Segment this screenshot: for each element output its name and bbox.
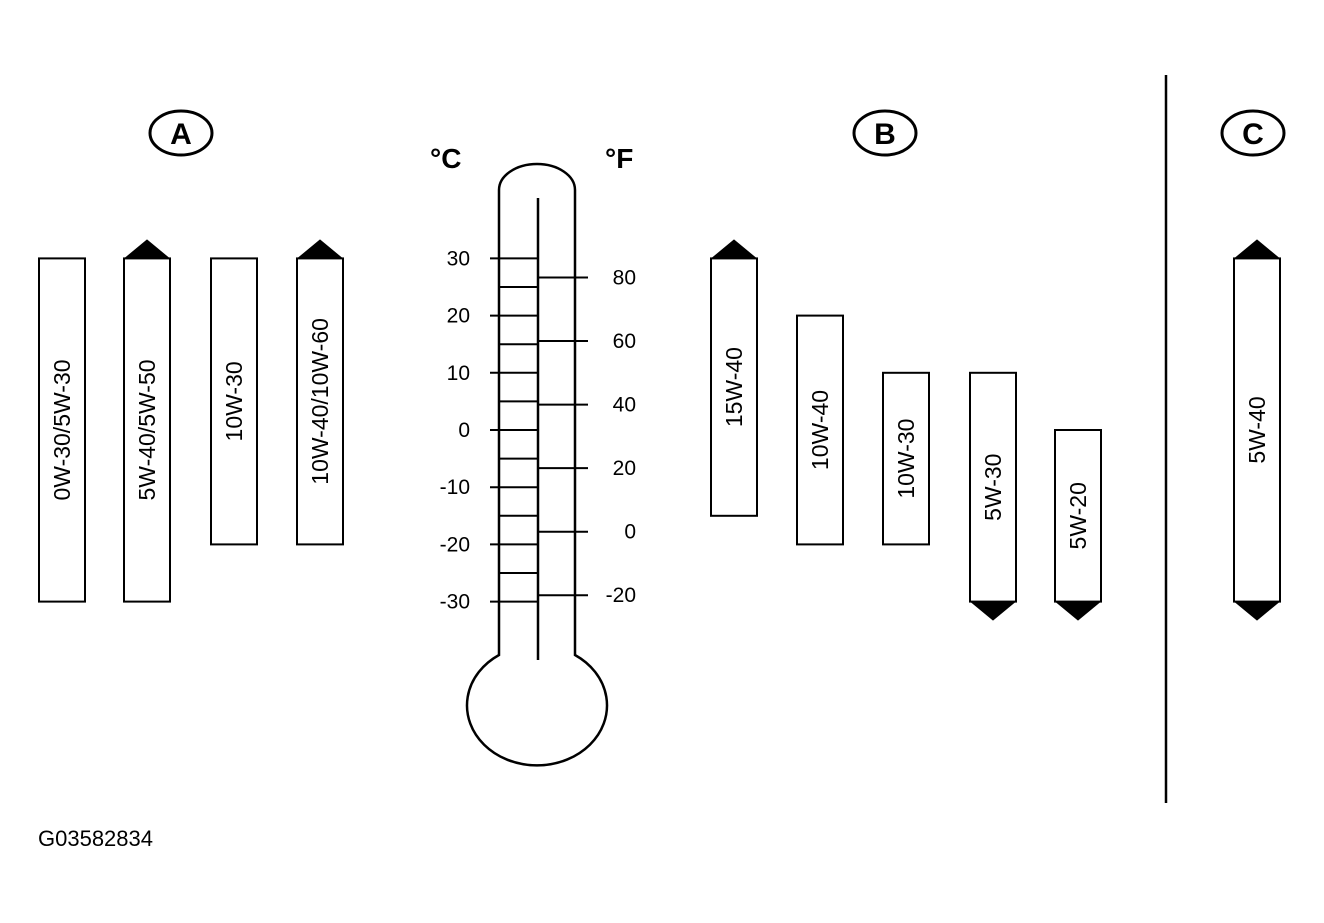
oil-grade-label: 10W-30 bbox=[893, 419, 919, 499]
oil-bar-rect bbox=[123, 257, 171, 603]
celsius-tick-label: -30 bbox=[440, 591, 470, 614]
oil-grade-label: 0W-30/5W-30 bbox=[49, 359, 75, 500]
group-c-marker: C bbox=[1220, 109, 1286, 157]
fahrenheit-unit: °F bbox=[605, 143, 633, 174]
group-b-letter: B bbox=[874, 118, 896, 151]
fahrenheit-tick-label: 80 bbox=[613, 266, 636, 289]
oil-bar: 0W-30/5W-30 bbox=[38, 257, 86, 603]
group-a-marker: A bbox=[148, 109, 214, 157]
celsius-tick-label: 20 bbox=[447, 305, 470, 328]
oil-bar-rect bbox=[969, 371, 1017, 603]
oil-bar-rect bbox=[210, 257, 258, 546]
oil-bar: 5W-20 bbox=[1054, 429, 1102, 621]
celsius-tick-label: 30 bbox=[447, 247, 470, 270]
oil-bar: 10W-40 bbox=[796, 314, 844, 546]
celsius-tick-label: 10 bbox=[447, 362, 470, 385]
oil-bar: 10W-40/10W-60 bbox=[296, 239, 344, 546]
oil-bar-rect bbox=[38, 257, 86, 603]
celsius-scale: 30 20 10 0 -10 -20 -30 bbox=[440, 247, 538, 614]
thermometer: 30 20 10 0 -10 -20 -30 80 60 40 20 0 -20 °C °F bbox=[430, 143, 636, 767]
arrow-up-icon bbox=[297, 239, 343, 259]
oil-bar: 5W-40/5W-50 bbox=[123, 239, 171, 603]
oil-bar: 5W-30 bbox=[969, 371, 1017, 621]
oil-bar-rect bbox=[296, 257, 344, 546]
arrow-down-icon bbox=[970, 601, 1016, 621]
group-a-letter: A bbox=[170, 118, 192, 151]
celsius-unit: °C bbox=[430, 143, 461, 174]
fahrenheit-scale: 80 60 40 20 0 -20 bbox=[538, 266, 636, 607]
oil-grade-label: 5W-20 bbox=[1065, 482, 1091, 549]
oil-bar: 10W-30 bbox=[882, 371, 930, 546]
oil-bar-rect bbox=[796, 314, 844, 546]
oil-bar-rect bbox=[882, 371, 930, 546]
celsius-tick-label: -20 bbox=[440, 533, 470, 556]
group-c-letter: C bbox=[1242, 118, 1264, 151]
group-b-marker: B bbox=[852, 109, 918, 157]
arrow-up-icon bbox=[124, 239, 170, 259]
arrow-up-icon bbox=[711, 239, 757, 259]
fahrenheit-tick-label: 0 bbox=[624, 521, 636, 544]
oil-grade-label: 10W-30 bbox=[221, 361, 247, 441]
oil-grade-bars: 0W-30/5W-30 5W-40/5W-50 10W-30 10W-40/10W-6… bbox=[38, 239, 1281, 621]
oil-grade-label: 5W-40/5W-50 bbox=[134, 359, 160, 500]
oil-grade-label: 10W-40 bbox=[807, 390, 833, 470]
arrow-down-icon bbox=[1055, 601, 1101, 621]
oil-bar-rect bbox=[710, 257, 758, 517]
oil-bar: 5W-40 bbox=[1233, 239, 1281, 621]
fahrenheit-tick-label: 20 bbox=[613, 457, 636, 480]
oil-grade-label: 5W-40 bbox=[1244, 396, 1270, 463]
arrow-down-icon bbox=[1234, 601, 1280, 621]
oil-bar: 15W-40 bbox=[710, 239, 758, 517]
fahrenheit-tick-label: -20 bbox=[606, 584, 636, 607]
oil-grade-label: 15W-40 bbox=[721, 347, 747, 427]
oil-grade-label: 5W-30 bbox=[980, 454, 1006, 521]
oil-grade-label: 10W-40/10W-60 bbox=[307, 318, 333, 485]
fahrenheit-tick-label: 40 bbox=[613, 394, 636, 417]
celsius-tick-label: -10 bbox=[440, 476, 470, 499]
arrow-up-icon bbox=[1234, 239, 1280, 259]
fahrenheit-tick-label: 60 bbox=[613, 330, 636, 353]
celsius-tick-label: 0 bbox=[458, 419, 470, 442]
oil-bar: 10W-30 bbox=[210, 257, 258, 546]
figure-id: G03582834 bbox=[38, 826, 153, 851]
oil-bar-rect bbox=[1054, 429, 1102, 603]
oil-bar-rect bbox=[1233, 257, 1281, 603]
